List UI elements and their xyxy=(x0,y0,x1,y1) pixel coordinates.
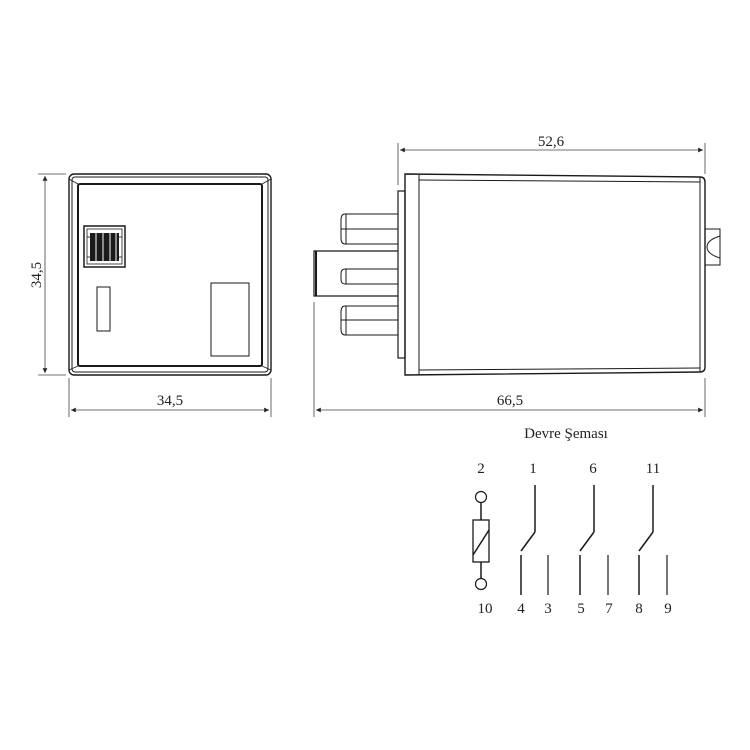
circuit-schematic xyxy=(472,485,668,595)
pin-label-coil-top: 2 xyxy=(477,461,485,477)
rear-latch-icon xyxy=(704,228,721,266)
front-width-label: 34,5 xyxy=(157,393,183,409)
front-view xyxy=(68,173,272,376)
body-length-label: 52,6 xyxy=(538,134,565,150)
front-outer-frame xyxy=(68,173,272,376)
connector-icon xyxy=(83,225,126,268)
label-window xyxy=(210,282,250,357)
pin-label-c2-right: 7 xyxy=(605,601,613,617)
schematic-title: Devre Şeması xyxy=(524,426,608,442)
pin-label-c1-right: 3 xyxy=(544,601,552,617)
pin-label-c3-left: 8 xyxy=(635,601,643,617)
contact-switch-3-icon xyxy=(638,485,668,595)
pin-label-coil-bottom: 10 xyxy=(478,601,493,617)
contact-switch-2-icon xyxy=(579,485,609,595)
pin-label-c2-left: 5 xyxy=(577,601,585,617)
front-frame-2 xyxy=(71,176,269,373)
total-length-label: 66,5 xyxy=(497,393,523,409)
front-height-label: 34,5 xyxy=(29,262,45,288)
front-inner-panel xyxy=(77,183,263,367)
base-flange xyxy=(397,190,406,359)
side-dimensions xyxy=(313,143,706,417)
front-dimensions xyxy=(38,173,272,417)
pin-label-c1-common: 1 xyxy=(529,461,537,477)
pin-labels: 2 10 1 4 3 6 5 7 11 8 9 xyxy=(477,461,672,617)
pin-label-c2-common: 6 xyxy=(589,461,597,477)
side-view xyxy=(313,173,721,376)
center-key xyxy=(313,250,398,297)
pin-label-c3-right: 9 xyxy=(664,601,672,617)
coil-icon xyxy=(472,490,490,591)
pins xyxy=(340,213,398,336)
relay-body xyxy=(404,173,706,376)
contact-switch-1-icon xyxy=(520,485,549,595)
pin-label-c1-left: 4 xyxy=(517,601,525,617)
pin-label-c3-common: 11 xyxy=(646,461,660,477)
indicator-window xyxy=(96,286,111,332)
